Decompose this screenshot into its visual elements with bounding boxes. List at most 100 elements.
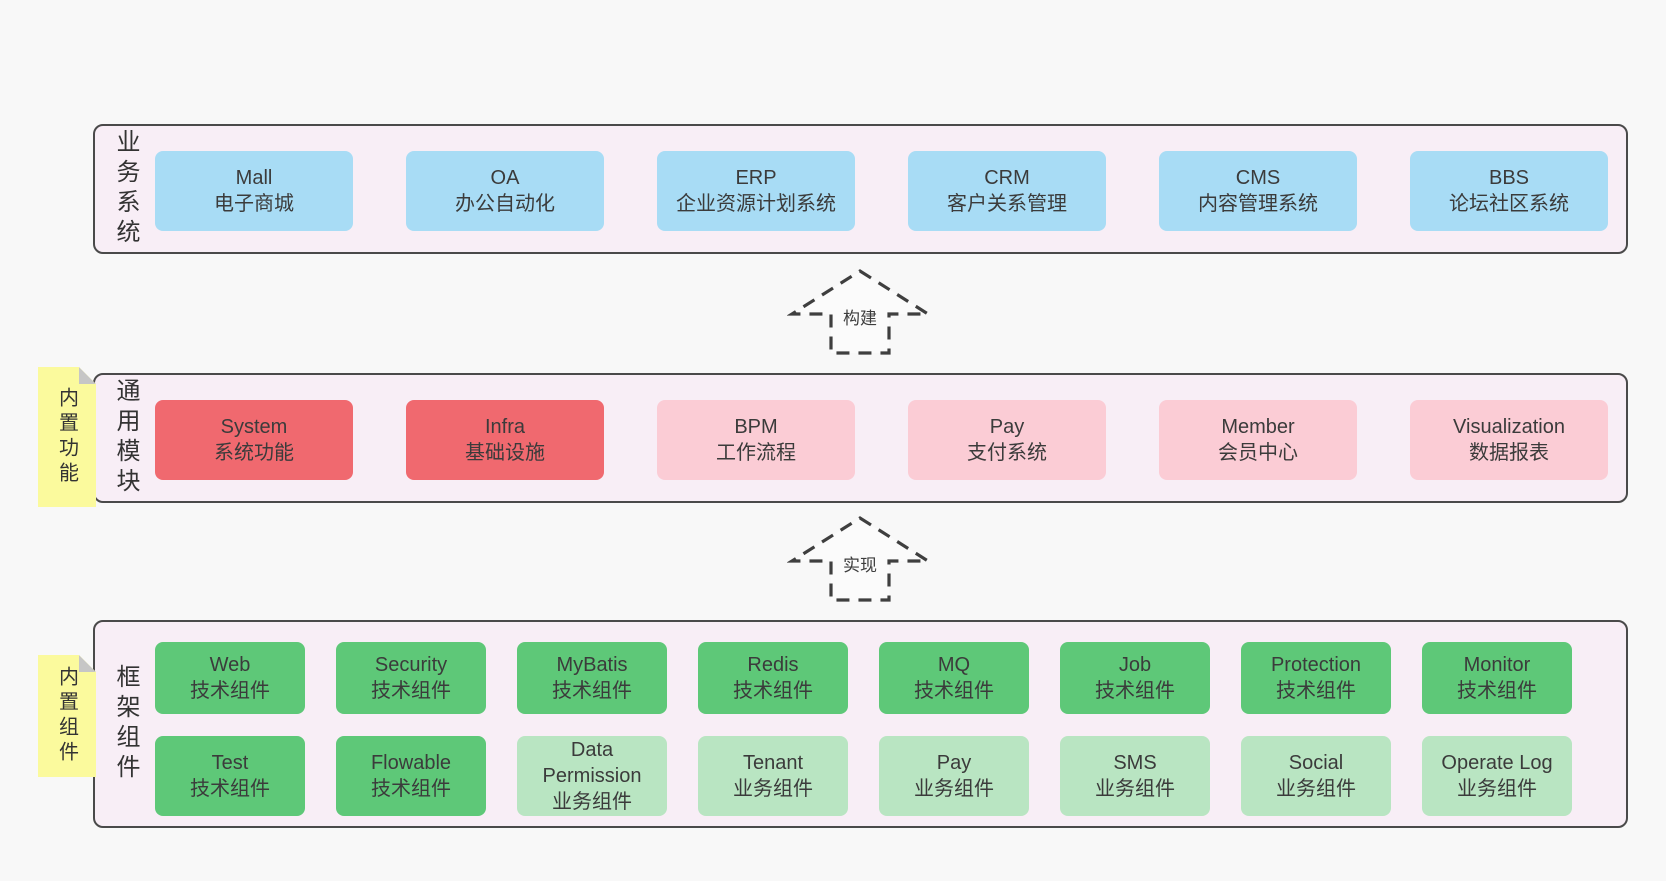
box-pay-component: Pay 业务组件 <box>879 736 1029 816</box>
box-title: Tenant <box>742 752 804 774</box>
box-title: System <box>220 416 288 438</box>
framework-row-1: Web 技术组件 Security 技术组件 MyBatis 技术组件 Redi… <box>155 642 1572 714</box>
box-title: CRM <box>984 167 1030 189</box>
box-security: Security 技术组件 <box>336 642 486 714</box>
box-redis: Redis 技术组件 <box>698 642 848 714</box>
box-mall: Mall 电子商城 <box>155 151 353 231</box>
box-subtitle: 技术组件 <box>371 680 451 702</box>
box-title: Security <box>374 654 448 676</box>
box-title: Protection <box>1270 654 1362 676</box>
box-subtitle: 内容管理系统 <box>1198 193 1318 215</box>
box-title: BPM <box>734 416 778 438</box>
band-framework-components: 框架组件 Web 技术组件 Security 技术组件 MyBatis 技术组件… <box>93 620 1628 828</box>
box-subtitle: 技术组件 <box>733 680 813 702</box>
box-oa: OA 办公自动化 <box>406 151 604 231</box>
box-subtitle: 系统功能 <box>214 442 294 464</box>
box-title: Flowable <box>370 752 452 774</box>
box-title: CMS <box>1235 167 1281 189</box>
arrow-implement: 实现 <box>787 514 933 604</box>
box-title: Pay <box>989 416 1025 438</box>
box-title: BBS <box>1488 167 1530 189</box>
box-infra: Infra 基础设施 <box>406 400 604 480</box>
box-subtitle: 支付系统 <box>967 442 1047 464</box>
sticky-text: 内置组件 <box>55 666 78 766</box>
box-title: SMS <box>1113 752 1157 774</box>
box-flowable: Flowable 技术组件 <box>336 736 486 816</box>
folded-corner-icon <box>79 367 96 384</box>
box-title: ERP <box>735 167 777 189</box>
arrow-implement-label: 实现 <box>840 550 880 577</box>
box-member: Member 会员中心 <box>1159 400 1357 480</box>
box-test: Test 技术组件 <box>155 736 305 816</box>
box-title: MyBatis <box>556 654 628 676</box>
box-subtitle: 业务组件 <box>733 778 813 800</box>
sticky-note-builtin-components: 内置组件 <box>38 655 96 777</box>
box-title: OA <box>490 167 520 189</box>
box-title: Pay <box>936 752 972 774</box>
modules-row: System 系统功能 Infra 基础设施 BPM 工作流程 Pay 支付系统… <box>155 400 1608 480</box>
box-title: Visualization <box>1453 416 1565 438</box>
box-bbs: BBS 论坛社区系统 <box>1410 151 1608 231</box>
box-crm: CRM 客户关系管理 <box>908 151 1106 231</box>
box-bpm: BPM 工作流程 <box>657 400 855 480</box>
box-title: Operate Log <box>1441 752 1553 774</box>
box-data-permission: Data Permission 业务组件 <box>517 736 667 816</box>
box-subtitle: 数据报表 <box>1469 442 1549 464</box>
band-business-systems: 业务系统 Mall 电子商城 OA 办公自动化 ERP 企业资源计划系统 CRM… <box>93 124 1628 254</box>
box-title: Monitor <box>1463 654 1531 676</box>
box-subtitle: 技术组件 <box>1276 680 1356 702</box>
box-title: Data Permission <box>542 739 642 787</box>
band-common-modules: 通用模块 System 系统功能 Infra 基础设施 BPM 工作流程 Pay… <box>93 373 1628 503</box>
box-subtitle: 工作流程 <box>716 442 796 464</box>
band-label-business: 业务系统 <box>112 129 139 249</box>
box-mybatis: MyBatis 技术组件 <box>517 642 667 714</box>
box-subtitle: 业务组件 <box>552 791 632 813</box>
sticky-note-builtin-features: 内置功能 <box>38 367 96 507</box>
box-subtitle: 论坛社区系统 <box>1449 193 1569 215</box>
box-subtitle: 技术组件 <box>552 680 632 702</box>
box-subtitle: 会员中心 <box>1218 442 1298 464</box>
box-subtitle: 技术组件 <box>371 778 451 800</box>
box-job: Job 技术组件 <box>1060 642 1210 714</box>
box-title: Infra <box>484 416 526 438</box>
box-subtitle: 技术组件 <box>1095 680 1175 702</box>
box-title: Web <box>209 654 251 676</box>
box-title: MQ <box>937 654 971 676</box>
band-label-framework: 框架组件 <box>112 664 139 784</box>
box-subtitle: 技术组件 <box>914 680 994 702</box>
box-subtitle: 技术组件 <box>190 778 270 800</box>
box-protection: Protection 技术组件 <box>1241 642 1391 714</box>
box-visualization: Visualization 数据报表 <box>1410 400 1608 480</box>
box-cms: CMS 内容管理系统 <box>1159 151 1357 231</box>
box-social: Social 业务组件 <box>1241 736 1391 816</box>
box-monitor: Monitor 技术组件 <box>1422 642 1572 714</box>
box-subtitle: 基础设施 <box>465 442 545 464</box>
box-subtitle: 办公自动化 <box>455 193 555 215</box>
box-operate-log: Operate Log 业务组件 <box>1422 736 1572 816</box>
box-subtitle: 客户关系管理 <box>947 193 1067 215</box>
box-subtitle: 业务组件 <box>1095 778 1175 800</box>
framework-row-2: Test 技术组件 Flowable 技术组件 Data Permission … <box>155 736 1572 816</box>
box-subtitle: 技术组件 <box>190 680 270 702</box>
box-erp: ERP 企业资源计划系统 <box>657 151 855 231</box>
box-subtitle: 技术组件 <box>1457 680 1537 702</box>
box-subtitle: 业务组件 <box>1457 778 1537 800</box>
box-subtitle: 业务组件 <box>914 778 994 800</box>
box-subtitle: 电子商城 <box>214 193 294 215</box>
box-pay-system: Pay 支付系统 <box>908 400 1106 480</box>
box-sms: SMS 业务组件 <box>1060 736 1210 816</box>
arrow-build: 构建 <box>787 267 933 357</box>
band-label-modules: 通用模块 <box>112 378 139 498</box>
box-web: Web 技术组件 <box>155 642 305 714</box>
box-title: Mall <box>235 167 273 189</box>
box-title: Job <box>1118 654 1152 676</box>
business-row: Mall 电子商城 OA 办公自动化 ERP 企业资源计划系统 CRM 客户关系… <box>155 151 1608 231</box>
box-subtitle: 企业资源计划系统 <box>676 193 836 215</box>
box-tenant: Tenant 业务组件 <box>698 736 848 816</box>
box-title: Test <box>211 752 249 774</box>
box-title: Social <box>1288 752 1344 774</box>
box-title: Member <box>1221 416 1295 438</box>
box-title: Redis <box>747 654 799 676</box>
sticky-text: 内置功能 <box>55 387 78 487</box>
